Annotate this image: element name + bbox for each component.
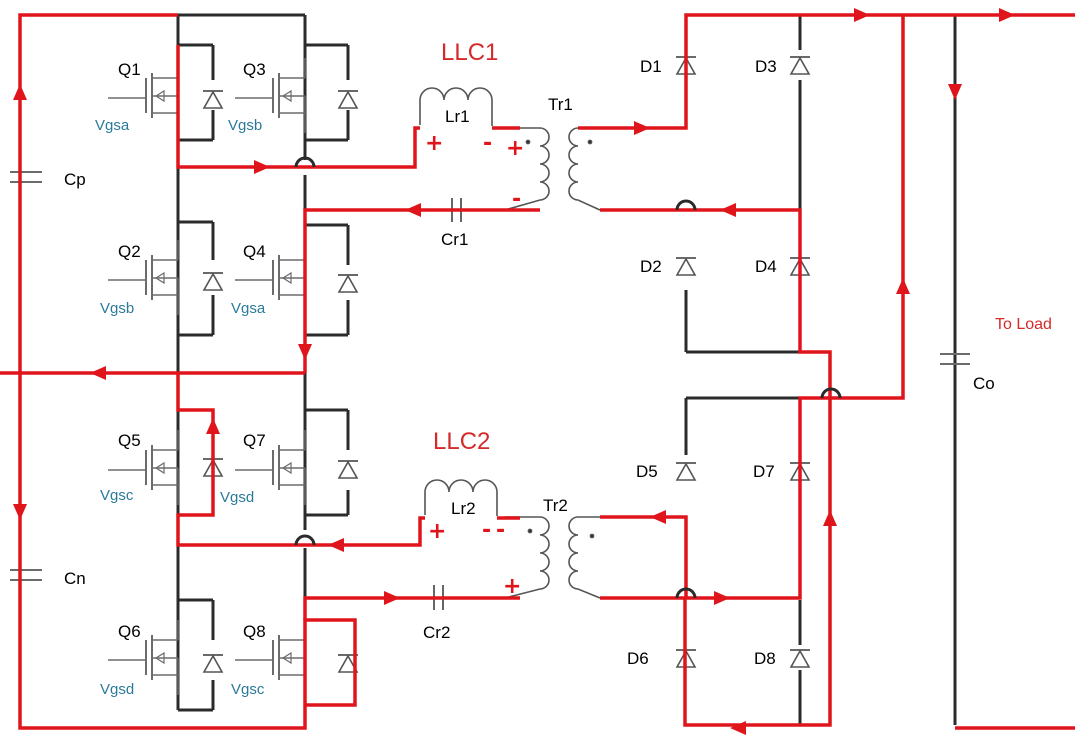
d5-diode: [675, 462, 697, 481]
tr1-plus-sign: +: [506, 136, 524, 161]
q1-label: Q1: [118, 60, 141, 79]
q8-label: Q8: [243, 622, 266, 641]
arrow-bottom-left: [730, 721, 746, 735]
tr1-label: Tr1: [548, 95, 573, 114]
lr2-minus-sign: -: [482, 518, 491, 543]
tr2-transformer: [504, 516, 601, 599]
tr1-transformer: [504, 127, 601, 211]
lr1-label: Lr1: [445, 107, 470, 126]
q4-gate-label: Vgsa: [231, 300, 266, 317]
lr2-label: Lr2: [451, 499, 476, 518]
q5-gate-label: Vgsc: [100, 487, 134, 504]
d2-label: D2: [640, 257, 662, 276]
q2-gate-label: Vgsb: [100, 300, 134, 317]
q7-gate-label: Vgsd: [220, 489, 254, 506]
current-arrows: [13, 8, 1015, 735]
cp-label: Cp: [64, 170, 86, 189]
arrow-right-up: [896, 278, 910, 294]
d1-label: D1: [640, 57, 662, 76]
arrow-q7-left: [328, 538, 344, 552]
arrow-d7-up: [823, 510, 837, 526]
q8-gate-label: Vgsc: [231, 681, 265, 698]
arrow-d4-left: [720, 203, 736, 217]
co-capacitor: [940, 353, 970, 365]
arrow-cr2-right: [384, 591, 400, 605]
cr2-label: Cr2: [423, 623, 450, 642]
to-load-label: To Load: [995, 316, 1052, 333]
cp-capacitor: [10, 171, 42, 183]
d3-diode: [789, 56, 811, 75]
lr1-plus-sign: +: [425, 131, 443, 156]
arrow-load-right: [999, 8, 1015, 22]
q6-body-diode: [202, 654, 224, 673]
d8-diode: [789, 649, 811, 668]
tr2-minus-sign: -: [496, 518, 505, 543]
tr2-label: Tr2: [543, 496, 568, 515]
q6-label: Q6: [118, 622, 141, 641]
lr1-minus-sign: -: [483, 131, 492, 156]
lr2-inductor: [424, 479, 498, 516]
arrow-left-down: [13, 504, 27, 520]
q2-label: Q2: [118, 242, 141, 261]
q2-body-diode: [202, 272, 224, 291]
q7-body-diode: [337, 460, 359, 479]
wire-crossovers: [294, 156, 842, 599]
q3-label: Q3: [243, 60, 266, 79]
llc2-title: LLC2: [433, 428, 490, 455]
tr1-minus-sign: -: [512, 187, 521, 212]
arrow-d6-right: [714, 591, 730, 605]
q4-body-diode: [337, 274, 359, 293]
current-flow-paths: [0, 13, 1075, 730]
arrow-tr2-left: [650, 510, 666, 524]
d7-label: D7: [753, 462, 775, 481]
cn-label: Cn: [64, 569, 86, 588]
llc1-title: LLC1: [441, 39, 498, 66]
d2-diode: [675, 257, 697, 276]
arrow-mid-left: [90, 366, 106, 380]
d6-label: D6: [627, 649, 649, 668]
circuit-wires: [176, 13, 957, 725]
arrow-q1-right: [254, 160, 270, 174]
tr2-plus-sign: +: [503, 574, 521, 599]
q3-body-diode: [337, 90, 359, 109]
arrow-top-right: [854, 8, 870, 22]
arrow-q4-down: [298, 344, 312, 360]
co-label: Co: [973, 374, 995, 393]
d3-label: D3: [755, 57, 777, 76]
d4-label: D4: [755, 257, 777, 276]
q1-body-diode: [202, 90, 224, 109]
q1-gate-label: Vgsa: [95, 117, 130, 134]
arrow-co-down: [948, 84, 962, 100]
arrow-cr1-left: [405, 203, 421, 217]
arrow-left-up: [13, 84, 27, 100]
q7-label: Q7: [243, 431, 266, 450]
d8-label: D8: [754, 649, 776, 668]
cr1-label: Cr1: [441, 230, 468, 249]
q4-label: Q4: [243, 242, 266, 261]
arrow-tr1-right: [634, 121, 650, 135]
q6-gate-label: Vgsd: [100, 681, 134, 698]
lr2-plus-sign: +: [428, 519, 446, 544]
q5-label: Q5: [118, 431, 141, 450]
arrow-q5-up: [206, 418, 220, 434]
q3-gate-label: Vgsb: [228, 117, 262, 134]
d5-label: D5: [636, 462, 658, 481]
lr1-inductor: [419, 87, 493, 126]
cn-capacitor: [10, 569, 42, 581]
